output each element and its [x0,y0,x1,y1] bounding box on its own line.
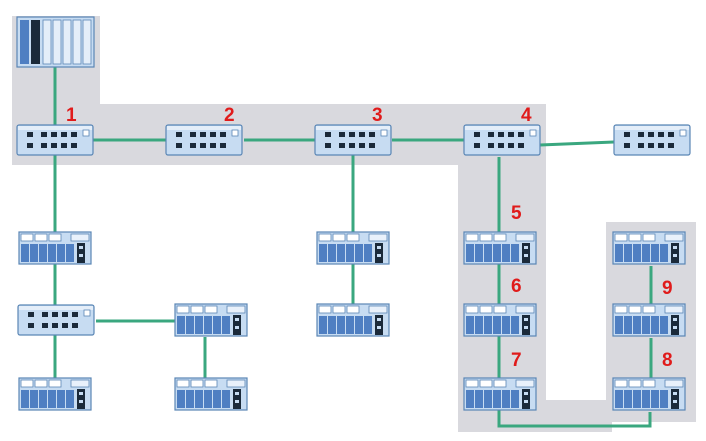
switch-3-label: 3 [372,105,383,126]
switch-2-icon [165,124,243,156]
ring-node-7-label: 7 [511,350,522,371]
plc-rack-icon [16,16,95,68]
ring-node-9-label: 9 [662,278,673,299]
switch-1-label: 1 [66,105,77,126]
ring-node-8-label: 8 [662,350,673,371]
switch-1-icon [16,124,94,156]
link-r7-r8 [497,408,652,428]
main-line-highlight [12,16,546,165]
io-station-8-icon [612,303,686,337]
switch-5-icon [613,124,691,156]
switch-4-icon [463,124,541,156]
link-s4-s5 [539,140,615,147]
io-station-b2-icon [316,303,390,337]
io-station-8b-icon [612,377,686,411]
io-station-a4-icon [174,377,248,411]
io-station-6-icon [463,303,537,337]
ring-node-6-label: 6 [511,276,522,297]
branch-switch-icon [17,304,95,336]
network-links [53,67,653,428]
io-station-9-icon [612,231,686,265]
io-station-a2-icon [18,377,92,411]
io-station-5-icon [463,231,537,265]
io-station-a3-icon [174,303,248,337]
switch-3-icon [314,124,392,156]
ring-node-5-label: 5 [511,203,522,224]
io-station-7-icon [463,377,537,411]
io-station-b1-icon [316,231,390,265]
io-station-a1-icon [18,231,92,265]
switch-2-label: 2 [224,105,235,126]
switch-4-label: 4 [521,105,532,126]
